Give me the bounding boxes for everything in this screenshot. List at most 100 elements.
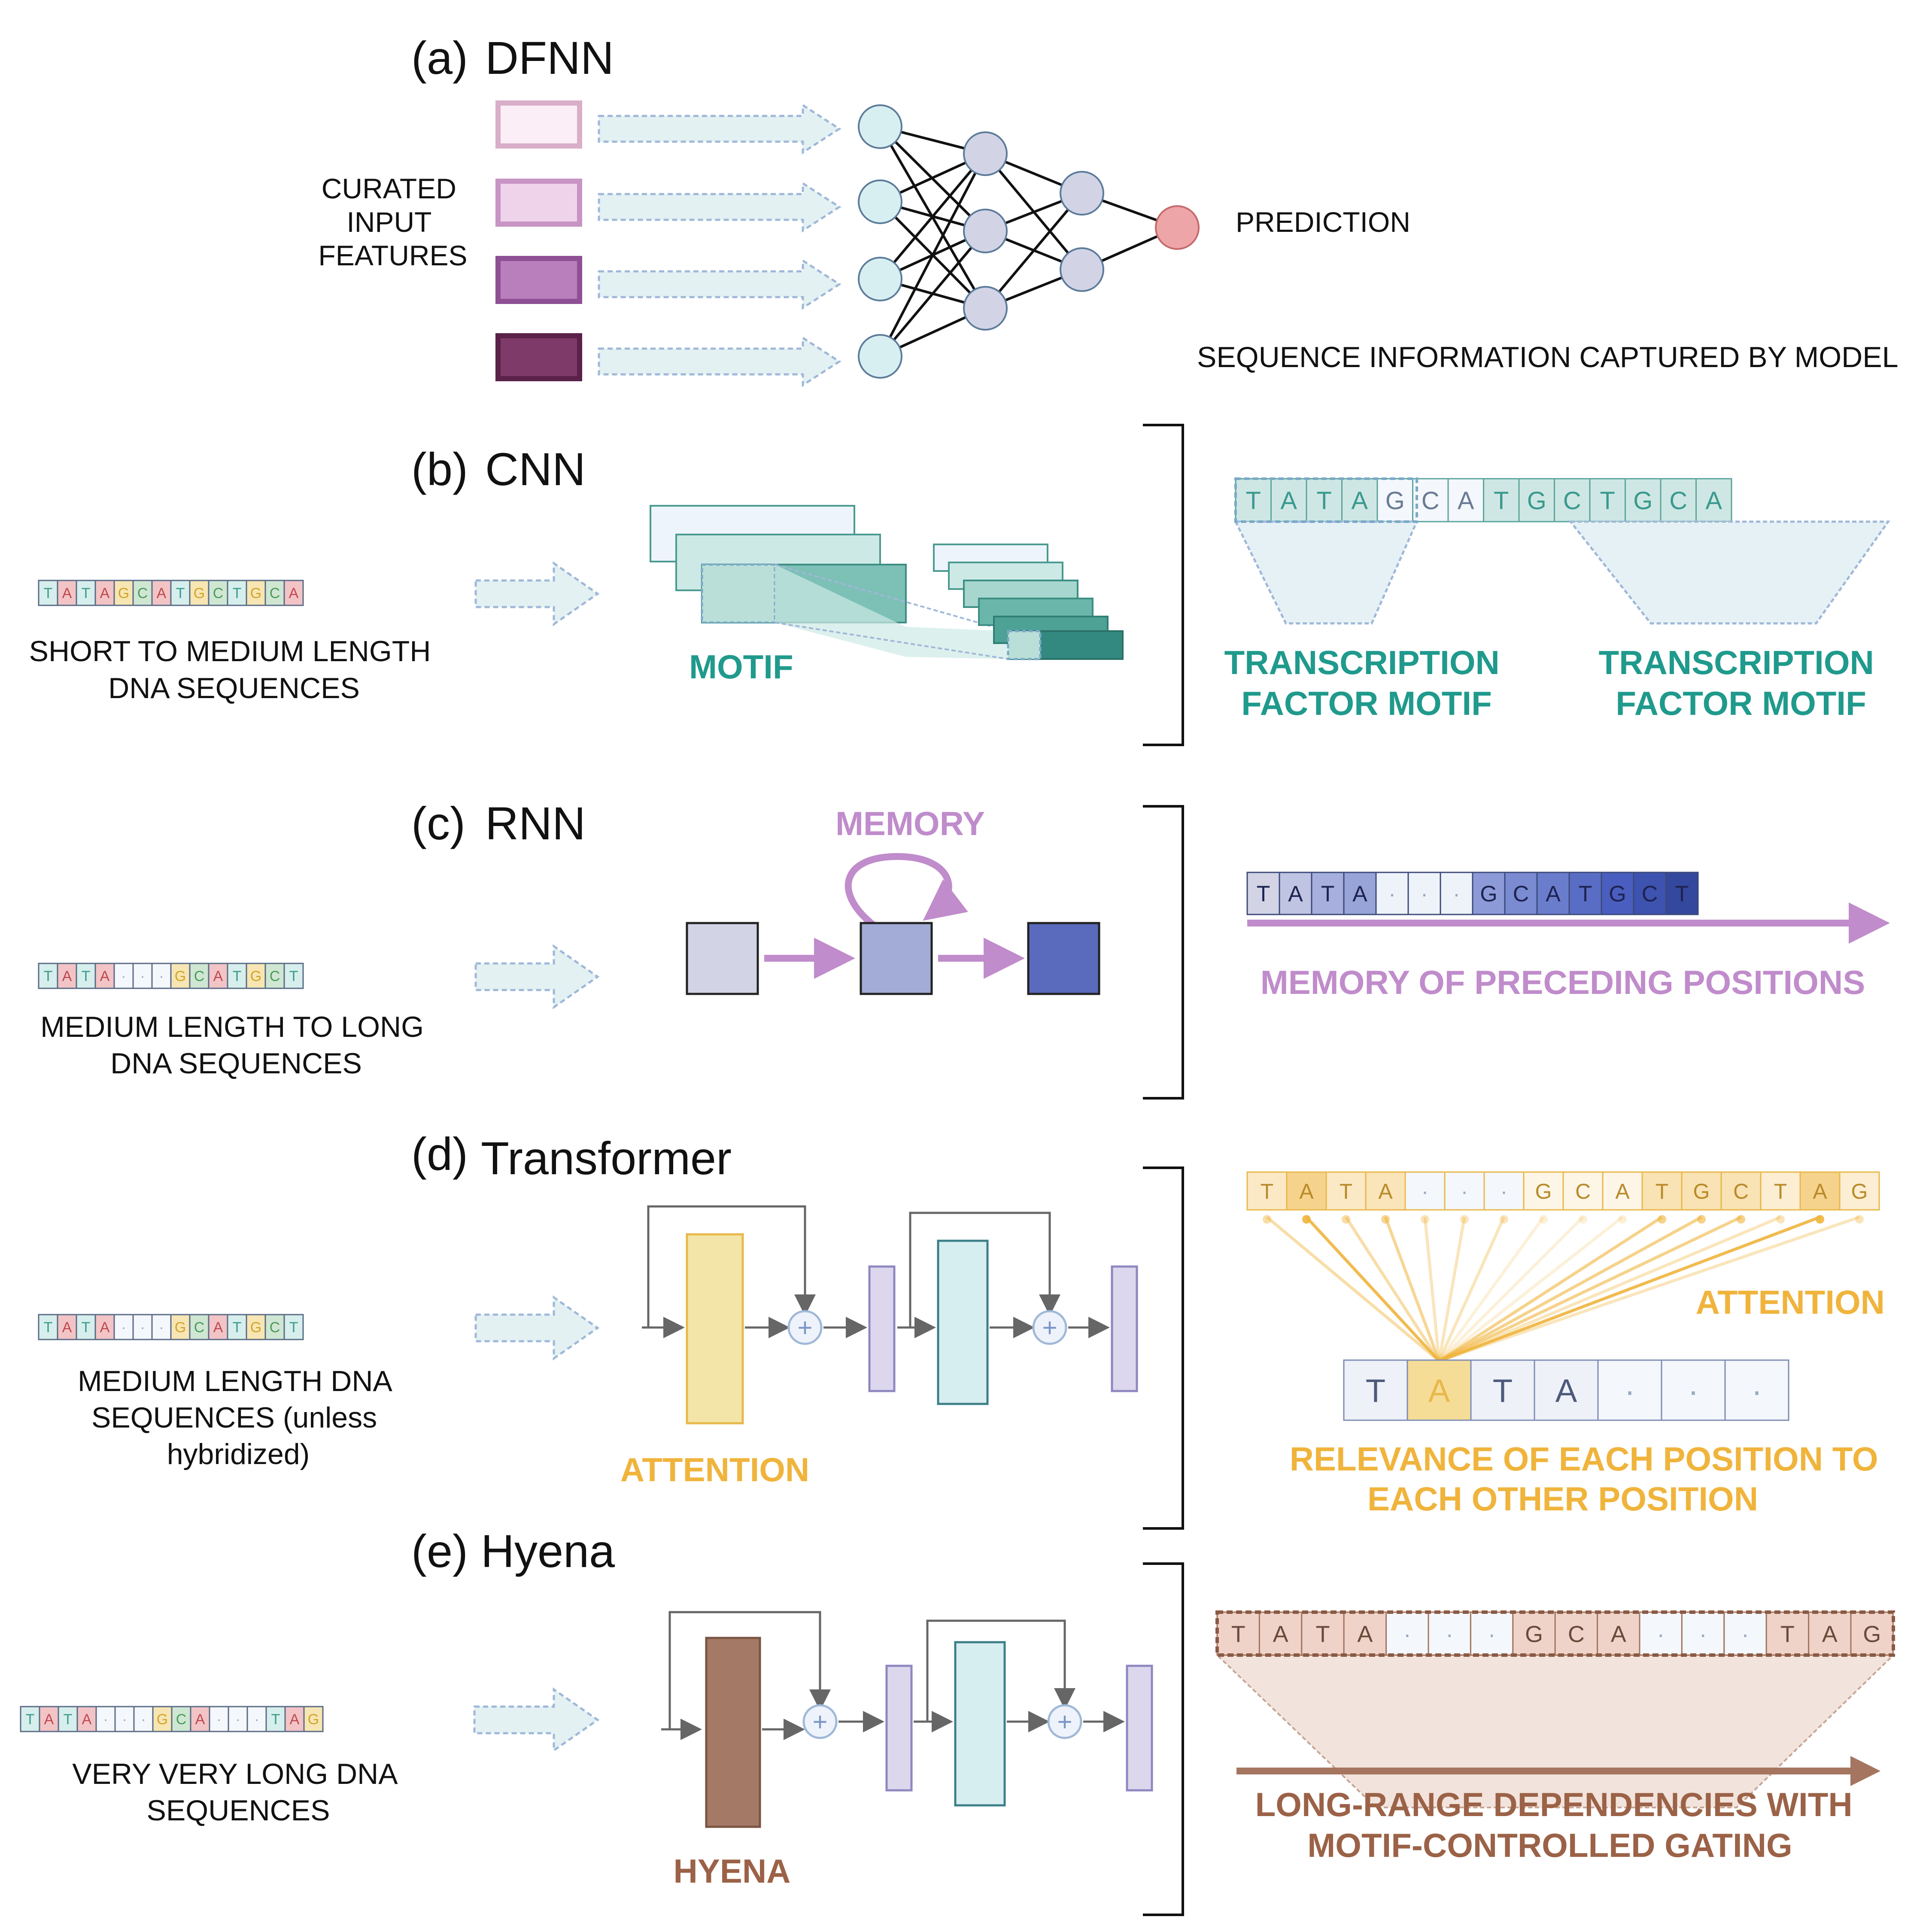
base-letter: C [1575, 1179, 1591, 1203]
attention-arrowhead [1618, 1215, 1627, 1224]
base-letter: · [121, 968, 126, 984]
base-cell [283, 580, 304, 606]
base-letter: · [254, 1711, 259, 1728]
long-range-window [1215, 1654, 1896, 1808]
base-cell [76, 580, 96, 606]
base-cell [170, 1314, 191, 1340]
base-cell [1534, 1359, 1599, 1421]
section-d-label: (d) [411, 1128, 468, 1180]
base-letter: · [1403, 1621, 1411, 1647]
attention-arrowhead [1381, 1215, 1390, 1224]
base-cell [303, 1706, 324, 1732]
attention-module-label: ATTENTION [620, 1451, 810, 1488]
base-cell [264, 963, 285, 989]
input-node-3 [858, 257, 902, 301]
base-letter: A [213, 1319, 223, 1336]
base-letter: C [270, 968, 280, 984]
base-letter: T [176, 585, 185, 601]
input-feature-1 [495, 100, 582, 149]
base-letter: G [1609, 882, 1626, 907]
base-letter: C [1513, 882, 1529, 907]
base-cell [94, 1314, 115, 1340]
base-cell [264, 580, 285, 606]
hidden-node-4 [1060, 171, 1104, 216]
base-letter: T [82, 585, 91, 601]
base-letter: T [1366, 1373, 1385, 1409]
base-letter: · [1699, 1621, 1707, 1647]
hyena-module-label: HYENA [673, 1852, 790, 1890]
base-cell [1447, 478, 1484, 522]
base-cell [246, 580, 266, 606]
base-cell [1407, 872, 1441, 915]
base-letter: A [195, 1711, 205, 1728]
base-letter: T [1340, 1179, 1353, 1203]
base-letter: · [1421, 882, 1428, 907]
section-a-dfnn: (a) DFNN CURATED INPUT FEATURES [318, 32, 1898, 387]
base-letter: A [100, 585, 110, 601]
base-letter: G [175, 968, 186, 984]
base-letter: T [1231, 1621, 1245, 1647]
attention-arrowhead [1342, 1215, 1350, 1224]
base-cell [1625, 478, 1662, 522]
base-letter: C [137, 585, 148, 601]
base-letter: · [1488, 1621, 1496, 1647]
base-letter: · [235, 1711, 240, 1728]
base-cell [1602, 1171, 1643, 1211]
base-cell [1444, 1171, 1485, 1211]
base-cell [1760, 1171, 1801, 1211]
base-cell [190, 1706, 210, 1732]
base-letter: A [100, 1319, 110, 1336]
base-letter: T [1493, 1373, 1513, 1409]
base-letter: G [1863, 1621, 1881, 1647]
base-letter: A [1546, 882, 1561, 907]
base-letter: T [44, 1319, 53, 1336]
hidden-node-3 [963, 286, 1008, 331]
base-letter: G [1385, 487, 1405, 515]
base-letter: G [308, 1711, 319, 1728]
base-letter: A [62, 1319, 72, 1336]
attention-arrowhead [1697, 1215, 1706, 1224]
base-letter: · [1422, 1179, 1429, 1203]
attention-line [1438, 1216, 1584, 1362]
base-cell [94, 963, 115, 989]
base-letter: A [290, 1711, 300, 1728]
base-cell [1343, 872, 1377, 915]
base-cell [1720, 1171, 1762, 1211]
base-cell [38, 580, 58, 606]
motif-window-1 [1233, 520, 1419, 625]
attention-line [1438, 1216, 1545, 1362]
section-a-title: DFNN [485, 32, 614, 84]
input-desc-e: VERY VERY LONG DNA SEQUENCES [72, 1758, 404, 1827]
base-letter: C [213, 585, 224, 601]
base-letter: G [1480, 882, 1497, 907]
base-cell [57, 580, 77, 606]
base-cell [265, 1706, 286, 1732]
base-letter: A [100, 968, 110, 984]
base-cell [57, 963, 77, 989]
base-cell [227, 963, 247, 989]
base-letter: A [82, 1711, 92, 1728]
base-letter: A [157, 585, 167, 601]
input-feature-4 [495, 333, 582, 381]
base-cell [76, 1314, 96, 1340]
base-cell [1470, 1359, 1535, 1421]
base-letter: C [270, 1319, 280, 1336]
base-cell [171, 1706, 191, 1732]
base-cell [57, 1314, 77, 1340]
base-cell [170, 580, 191, 606]
memory-loop-arrow [844, 853, 968, 928]
base-cell [1470, 1611, 1514, 1656]
base-letter: C [1733, 1179, 1749, 1203]
attention-line [1438, 1216, 1624, 1362]
base-letter: T [1261, 1179, 1274, 1203]
attention-line [1438, 1215, 1742, 1363]
base-letter: T [289, 1319, 298, 1336]
rnn-state-2 [860, 922, 933, 995]
base-letter: T [1316, 1621, 1330, 1647]
attention-line [1438, 1215, 1781, 1363]
